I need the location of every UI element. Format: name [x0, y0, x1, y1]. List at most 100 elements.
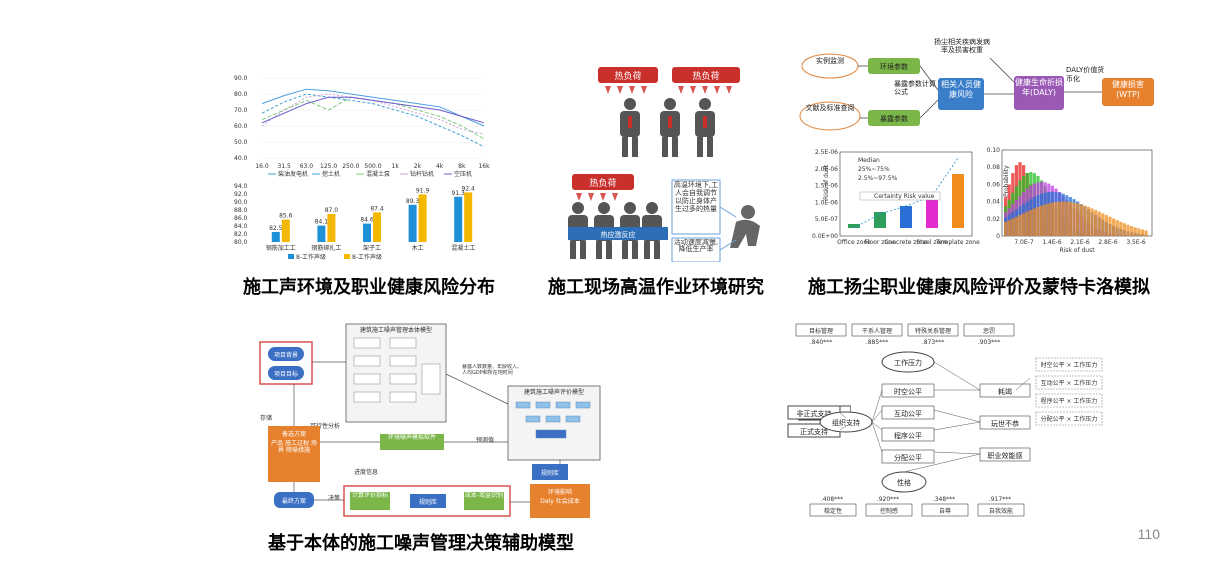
dust-hist-bar — [1022, 213, 1026, 236]
noise-bar-value: 85.6 — [279, 213, 293, 220]
noise-bar-ytick: 90.0 — [234, 199, 248, 206]
noise-bar — [454, 196, 463, 242]
noise-bar-value: 91.3 — [452, 190, 466, 197]
sem-bottom-row: .408***稳定性.920***控制感.348***自尊.917***自我效能 — [809, 496, 1025, 517]
heat-note-1-text: 高温环境下,工人会自我调节以防止身体产生过多的热量 — [673, 181, 719, 213]
sem-fair-box — [881, 405, 935, 420]
dust-hist-bar — [1090, 208, 1094, 236]
dust-hist-bar — [1115, 220, 1119, 236]
sem-interaction-box — [1035, 357, 1103, 372]
dust-hist-bar — [1043, 204, 1047, 236]
noise-bar — [418, 194, 427, 242]
dust-hist-bar — [1068, 202, 1072, 236]
noise-bar-legend-label: 8-工作声级 — [296, 253, 326, 260]
dust-box-ytick: 0.0E+00 — [812, 233, 838, 240]
sem-bottom-box — [977, 503, 1025, 517]
noise-line-xtick: 1k — [392, 163, 400, 170]
sem-outcome-label: 玩世不恭 — [991, 419, 1019, 428]
noise-bar — [373, 212, 381, 242]
noise-bar-value: 89.3 — [406, 198, 420, 205]
worker-silhouettes-top — [620, 98, 715, 157]
dust-hist-bar — [1058, 201, 1062, 236]
sem-fair-label: 时空公平 — [894, 387, 922, 396]
dust-box-ytick: 5.0E-07 — [815, 216, 838, 223]
sem-top-coef: .840*** — [810, 339, 832, 346]
heat-reaction-text: 热应激反应 — [601, 230, 636, 239]
dust-hist-bar — [1014, 216, 1018, 236]
dust-hist-ytick: 0.02 — [987, 216, 1001, 223]
noise-line-ytick: 90.0 — [234, 75, 248, 82]
sem-outcome-box — [979, 415, 1031, 430]
noise-simulation: 环境噪声模拟软件 — [387, 434, 436, 441]
noise-bar — [464, 192, 473, 242]
noise-bar — [281, 219, 290, 242]
dust-hist-bar — [1032, 208, 1036, 236]
noise-bar-value: 91.9 — [416, 187, 430, 194]
sem-outcome-box — [979, 383, 1031, 398]
dust-box-xlabel: Steel zone — [916, 239, 948, 246]
sem-bottom-coef: .920*** — [877, 496, 899, 503]
noise-line-legend-label: 空压机 — [454, 170, 472, 178]
dust-hist-ytick: 0.08 — [987, 164, 1001, 171]
dust-hist-bar — [1029, 209, 1033, 236]
noise-line-xtick: 2k — [414, 163, 422, 170]
noise-line-xtick: 16.0 — [255, 163, 269, 170]
decision-panel: 项目背景 项目目标 建筑施工噪声管理本体模型 建筑施工噪声评价模型 暴露人数数量… — [250, 314, 630, 522]
dust-daly: 健康生命折损年(DALY) — [1015, 78, 1063, 97]
dust-box-ytick: 1.5E-06 — [815, 183, 838, 190]
alt-list: 产品 施工过程 场界 降噪措施 — [271, 440, 317, 454]
exposure-params-note: 暴露人数数量、年龄收入、人均GDP和所在地时间 — [462, 364, 523, 376]
sem-interaction-box — [1035, 393, 1103, 408]
noise-bar-category: 混凝土工 — [451, 244, 475, 252]
noise-bar-ytick: 94.0 — [234, 183, 248, 190]
dust-hist-bar — [1076, 203, 1080, 236]
dust-hist-xtick: 2.8E-6 — [1098, 239, 1117, 246]
noise-line-ytick: 50.0 — [234, 139, 248, 146]
sem-outcome-label: 耗竭 — [998, 387, 1012, 396]
dust-box-xlabel: Office zone — [837, 239, 871, 246]
noise-bar-ytick: 92.0 — [234, 191, 248, 198]
dust-hist-xtick: 1.4E-6 — [1042, 239, 1061, 246]
dust-box — [848, 224, 860, 228]
dust-hist-bar — [1122, 223, 1126, 236]
heat-illustration: 热负荷 热负荷 热负荷 热应激反应 — [568, 67, 760, 263]
page-number: 110 — [1137, 526, 1160, 542]
sem-bottom-label: 稳定性 — [824, 507, 842, 515]
sem-bottom-label: 控制感 — [880, 507, 898, 515]
noise-bar-value: 92.4 — [462, 185, 476, 192]
dust-wtp: 健康损害(WTP) — [1112, 80, 1144, 99]
sem-bottom-coef: .348*** — [933, 496, 955, 503]
dust-box-ytick: 2.0E-06 — [815, 166, 838, 173]
noise-line-xtick: 125.0 — [320, 163, 337, 170]
dust-hist-bar — [1007, 220, 1011, 236]
dust-hist-bar — [1054, 202, 1058, 236]
final-plan: 最终方案 — [282, 497, 306, 505]
noise-bar-value: 87.4 — [370, 205, 384, 212]
dust-disease: 扬尘相关疾病发病率及损害权重 — [934, 38, 990, 54]
dust-box-ytick: 2.5E-06 — [815, 149, 838, 156]
sem-fair-label: 分配公平 — [894, 453, 922, 462]
sem-interaction-box — [1035, 375, 1103, 390]
sem-top-box — [851, 323, 903, 337]
noise-bar-ytick: 84.0 — [234, 223, 248, 230]
dust-box-ytick: 1.0E-06 — [815, 199, 838, 206]
caption-heat: 施工现场高温作业环境研究 — [548, 277, 764, 298]
dust-hist-ytick: 0 — [996, 233, 1000, 240]
noise-line-xtick: 31.5 — [278, 163, 292, 170]
noise-line-ytick: 70.0 — [234, 107, 248, 114]
sem-fair-box — [881, 427, 935, 442]
sem-outcome-box — [979, 447, 1031, 462]
dust-hist-bar — [1065, 201, 1069, 236]
project-bg: 项目背景 — [274, 351, 298, 359]
noise-line-ytick: 60.0 — [234, 123, 248, 130]
dust-hist-bar — [1079, 204, 1083, 236]
dust-hist-bar — [1119, 221, 1123, 236]
noise-bar — [363, 223, 371, 242]
ontology-model-title: 建筑施工噪声管理本体模型 — [360, 326, 432, 334]
noise-line-legend-label: 钻杆钻机 — [410, 170, 434, 178]
dust-daly-value: DALY价值货币化 — [1066, 66, 1105, 83]
caption-noise: 施工声环境及职业健康风险分布 — [243, 277, 495, 298]
